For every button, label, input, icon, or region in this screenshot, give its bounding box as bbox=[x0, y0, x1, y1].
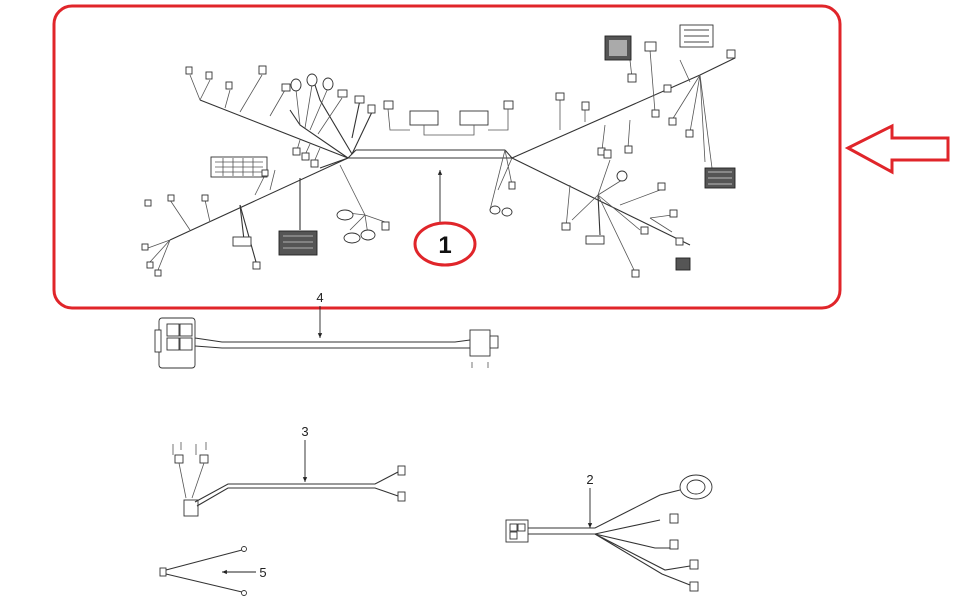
highlight-frame bbox=[52, 4, 842, 310]
callout-4-label: 4 bbox=[316, 290, 323, 305]
callout-1-circle bbox=[413, 221, 477, 267]
harness-4 bbox=[154, 317, 499, 369]
callout-1-label: 1 bbox=[438, 232, 451, 259]
pointer-arrow-icon bbox=[844, 123, 950, 175]
harness-5 bbox=[159, 546, 247, 596]
callout-2-label: 2 bbox=[586, 472, 593, 487]
callout-5-label: 5 bbox=[259, 565, 266, 580]
harness-2 bbox=[505, 474, 713, 592]
harness-3 bbox=[172, 442, 406, 517]
callout-3-label: 3 bbox=[301, 424, 308, 439]
main-harness bbox=[141, 24, 736, 278]
